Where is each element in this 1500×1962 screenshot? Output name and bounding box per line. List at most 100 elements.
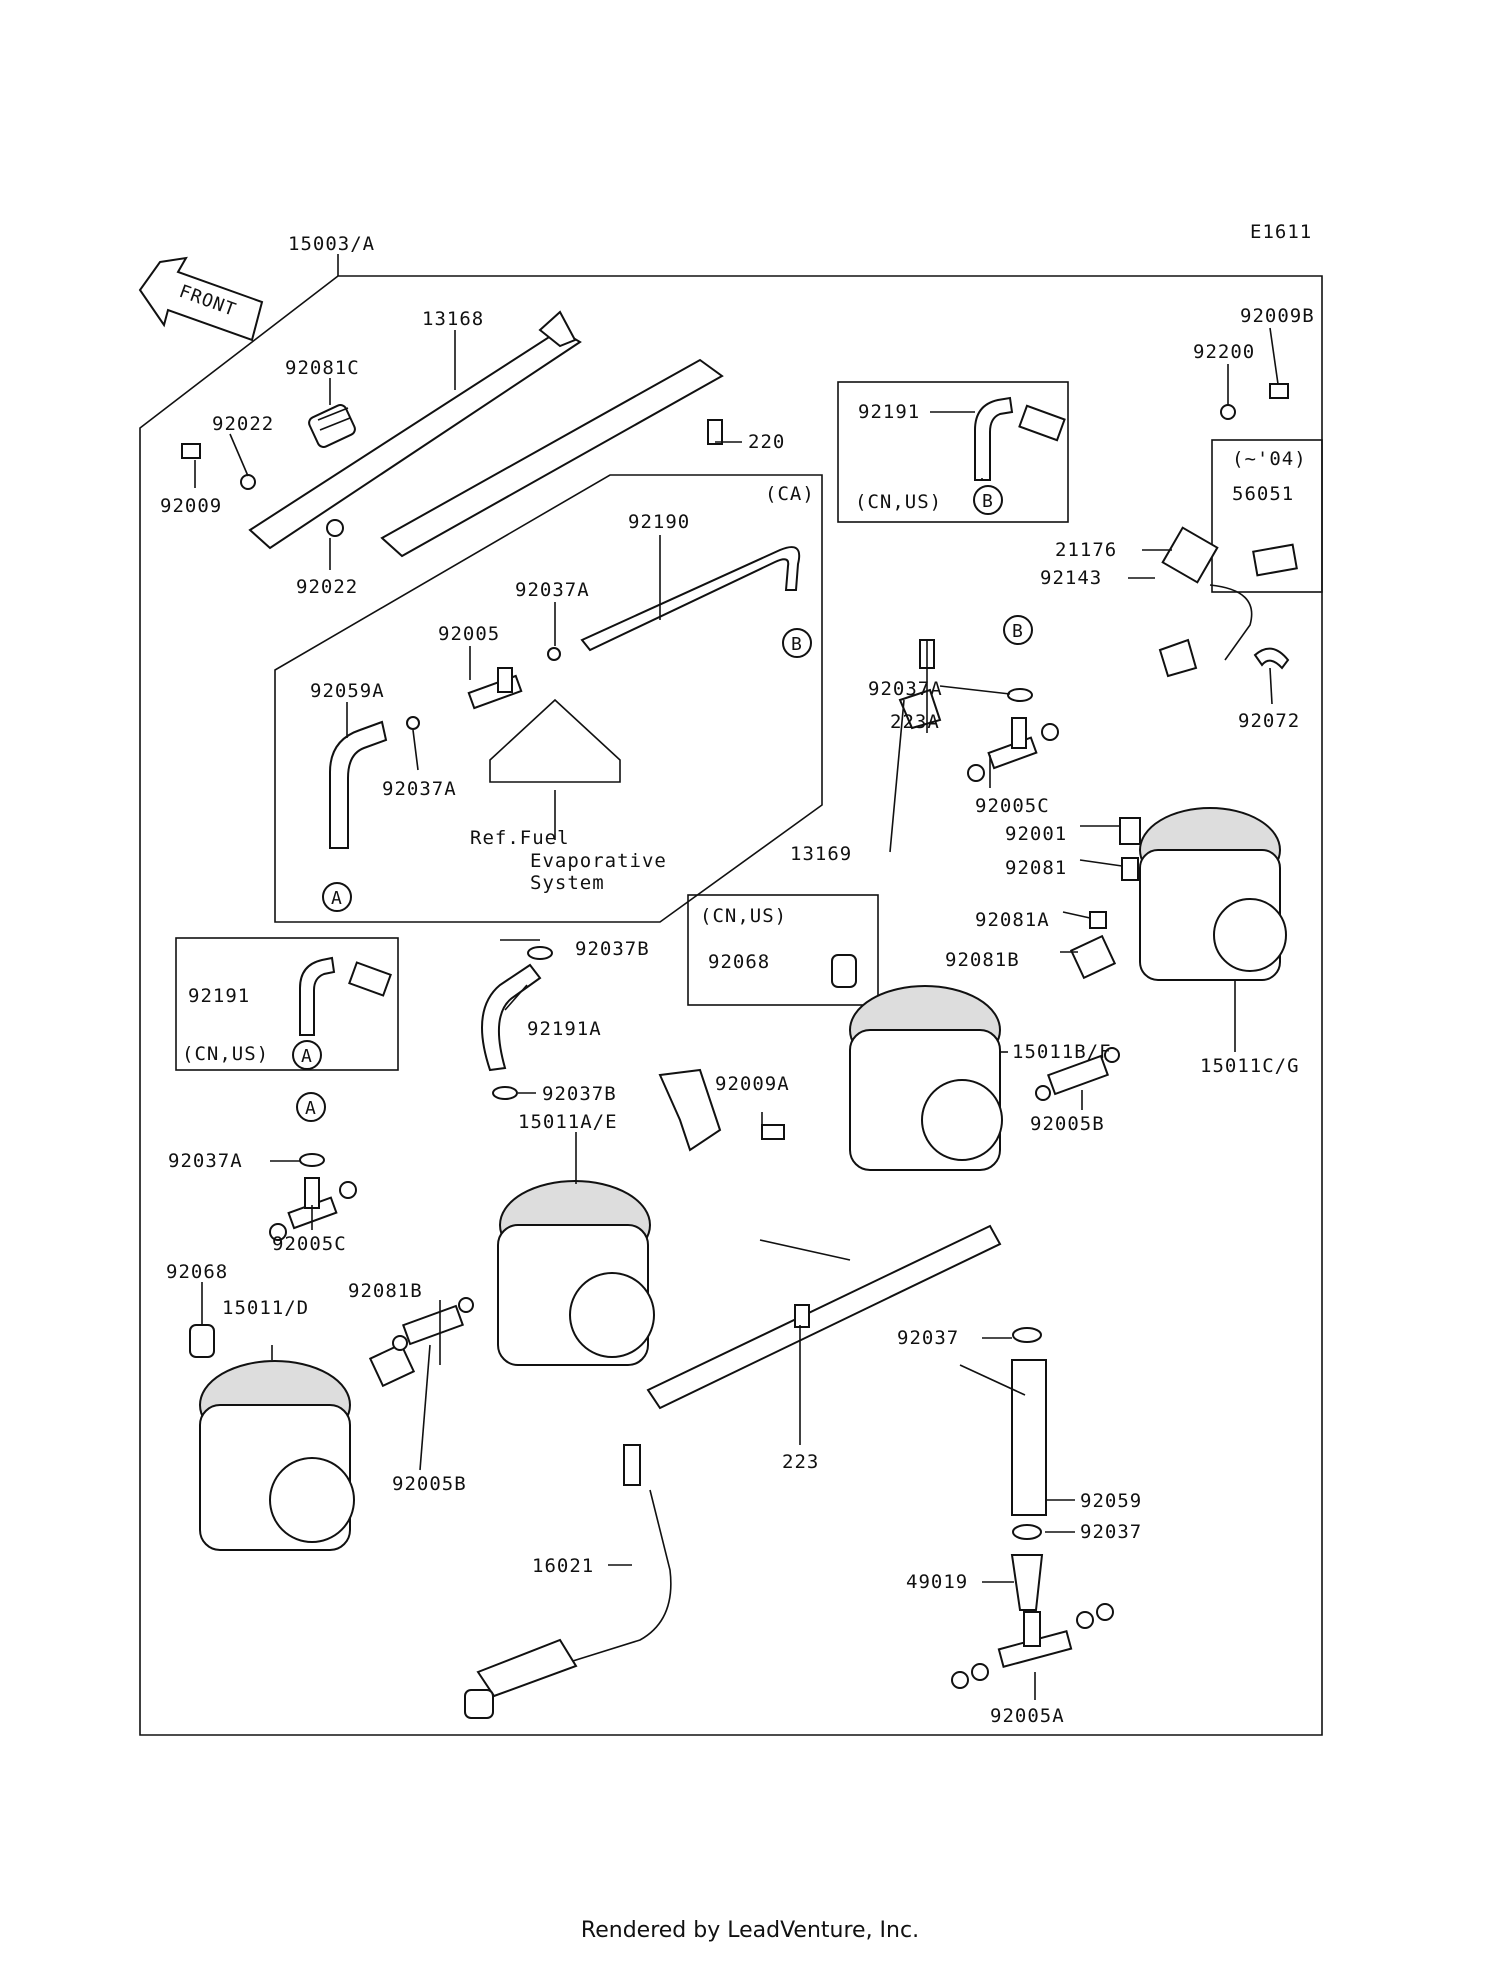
cn-us-hose-box-b [837,381,1069,523]
callout-92191a: 92191A [527,1018,602,1040]
rail-bracket-13168 [248,310,582,550]
callout-92005c-left: 92005C [272,1233,347,1255]
label-box-04 [1211,439,1323,593]
diagram-code: E1611 [1250,221,1312,243]
callout-92037-top: 92037 [897,1327,959,1349]
callout-92009a: 92009A [715,1073,790,1095]
callout-92081b-right: 92081B [945,949,1020,971]
washer-92200 [1220,404,1236,420]
clamp-92037a-b [547,647,561,661]
cap-92068-box [831,954,857,988]
clamp-92037b-top [527,946,553,960]
callout-92191-a: 92191 [188,985,250,1007]
callouts: 15003/A 13168 92081C 92022 92009 92022 2… [160,233,1315,1727]
marker-b-right: B [1012,621,1024,642]
t-fitting-92005c-right [967,717,1059,782]
callout-223a: 223A [890,711,940,733]
callout-92001: 92001 [1005,823,1067,845]
callout-92037a-ca-b: 92037A [382,778,457,800]
t-fitting-92005c-left [269,1177,357,1241]
callout-evaporative: Evaporative [530,850,667,872]
t-fitting-92005a [951,1603,1114,1689]
hose-92190 [580,546,801,652]
assembly-frame [139,275,1323,1736]
marker-a-ca: A [331,888,343,909]
callout-92005: 92005 [438,623,500,645]
carburetor-15011a-e [497,1180,655,1366]
callout-92037b-low: 92037B [542,1083,617,1105]
callout-92005b-left: 92005B [392,1473,467,1495]
rail-bracket-rear [380,358,724,558]
callout-223: 223 [782,1451,819,1473]
marker-b-ca: B [791,634,803,655]
hose-92059 [1011,1359,1047,1516]
label-56051 [1252,543,1298,577]
throttle-cable-16021 [464,1444,672,1719]
bolt-92009b [1269,383,1289,399]
callout-92005b-right: 92005B [1030,1113,1105,1135]
bolt-92009a [761,1124,785,1140]
screw-92001 [1119,817,1141,845]
hose-piece-a [348,961,392,997]
callout-92081b-left: 92081B [348,1280,423,1302]
callout-15011c-g: 15011C/G [1200,1055,1300,1077]
carburetor-15011b-f [849,985,1003,1171]
callout-92037a-left: 92037A [168,1150,243,1172]
linkage-plate [646,1224,1002,1410]
clamp-92037a-right [1007,688,1033,702]
callout-13168: 13168 [422,308,484,330]
cn-us-cap-box [687,894,879,1006]
callout-system: System [530,872,605,894]
callout-92081: 92081 [1005,857,1067,879]
callout-92059a: 92059A [310,680,385,702]
footer-credit: Rendered by LeadVenture, Inc. [580,1918,920,1943]
callout-92037a-ca: 92037A [515,579,590,601]
clamp-92037b-low [492,1086,518,1100]
callout-21176: 21176 [1055,539,1117,561]
callout-cn-us-a: (CN,US) [182,1043,269,1065]
callout-04: (~'04) [1232,448,1307,470]
callout-92068-box: 92068 [708,951,770,973]
front-arrow-icon: FRONT [138,256,264,342]
carburetor-15011-d [199,1360,355,1551]
callout-16021: 16021 [532,1555,594,1577]
callout-ref-fuel: Ref.Fuel [470,827,570,849]
screw-223 [794,1304,810,1328]
cap-92068 [189,1324,215,1358]
callout-92059: 92059 [1080,1490,1142,1512]
callout-92081c: 92081C [285,357,360,379]
callout-92191-b: 92191 [858,401,920,423]
callout-92037a-right: 92037A [868,678,943,700]
washer-92022-a [240,474,256,490]
leader-lines [194,254,1279,1700]
callout-92022-b: 92022 [296,576,358,598]
ca-subassembly-box [274,474,823,923]
bracket-92009a [658,1068,722,1152]
callout-92037-bottom: 92037 [1080,1521,1142,1543]
choke-cable-21176 [1158,526,1253,678]
screw-220 [707,419,723,445]
spring-92081 [1121,857,1139,881]
cn-us-hose-box-a [175,937,399,1071]
callout-92009b: 92009B [1240,305,1315,327]
carburetor-15011c-g [1139,807,1287,981]
filter-49019 [1010,1554,1044,1611]
callout-92072: 92072 [1238,710,1300,732]
callout-92068: 92068 [166,1261,228,1283]
link-13169 [898,688,942,730]
callout-cn-us-cap: (CN,US) [700,905,787,927]
callout-92022-a: 92022 [212,413,274,435]
callout-92143: 92143 [1040,567,1102,589]
callout-92005a: 92005A [990,1705,1065,1727]
clamp-92037a [406,716,420,730]
callout-92081a: 92081A [975,909,1050,931]
markers: B B B A A A [292,485,1033,1122]
callout-15003-a: 15003/A [288,233,375,255]
callout-ca: (CA) [765,483,815,505]
callout-92005c-right: 92005C [975,795,1050,817]
spring-92081c [308,404,356,448]
callout-49019: 49019 [906,1571,968,1593]
callout-56051: 56051 [1232,483,1294,505]
clamp-92037-bottom [1012,1524,1042,1540]
